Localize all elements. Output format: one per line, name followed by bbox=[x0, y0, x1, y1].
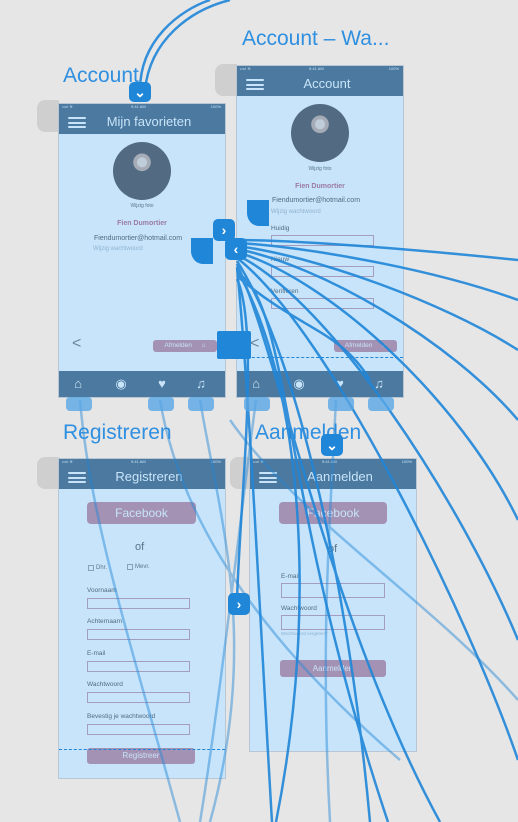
login-button[interactable]: Aanmelden bbox=[280, 660, 386, 677]
battery-icon: 100% bbox=[210, 104, 221, 109]
status-time: 9:41 AM bbox=[131, 104, 146, 109]
frame-tab bbox=[37, 457, 59, 489]
status-bar: •••ıl ≋ 9:41 AM 100% bbox=[59, 104, 225, 110]
email-field[interactable] bbox=[87, 661, 190, 672]
status-bar: •••ıl ≋ 9:41 AM 100% bbox=[250, 459, 416, 465]
hotspot-line bbox=[59, 749, 225, 750]
chevron-down-icon[interactable]: ⌄ bbox=[321, 434, 343, 456]
email-label: E-mail bbox=[281, 573, 300, 580]
back-chevron-icon[interactable]: < bbox=[250, 335, 260, 352]
register-button[interactable]: Registreer bbox=[87, 748, 195, 764]
user-name: Fien Dumortier bbox=[295, 183, 345, 190]
page-title: Aanmelden bbox=[307, 469, 373, 484]
email-label: E-mail bbox=[87, 650, 106, 657]
board-title-registreren[interactable]: Registreren bbox=[63, 421, 172, 444]
page-title: Mijn favorieten bbox=[106, 114, 192, 129]
avatar bbox=[113, 142, 171, 200]
mrs-label: Mevr. bbox=[135, 564, 150, 570]
navigation-bar: Mijn favorieten bbox=[59, 110, 225, 134]
profile-icon[interactable]: ◉ bbox=[115, 376, 127, 391]
status-bar: •••ıl ≋ 9:41 AM 100% bbox=[59, 459, 225, 465]
hamburger-menu-icon[interactable] bbox=[246, 79, 264, 90]
new-password-field[interactable] bbox=[271, 266, 374, 277]
home-icon: ⌂ bbox=[201, 342, 206, 349]
user-email: Fiendumortier@hotmail.com bbox=[94, 235, 183, 242]
status-time: 9:41 AM bbox=[131, 459, 146, 464]
board-title-account-wachtwoord[interactable]: Account – Wa... bbox=[242, 27, 390, 50]
status-bar: •••ıl ≋ 9:41 AM 100% bbox=[237, 66, 403, 72]
hamburger-menu-icon[interactable] bbox=[68, 117, 86, 128]
change-photo-link[interactable]: Wijzig foto bbox=[308, 166, 332, 172]
heart-icon[interactable]: ♥ bbox=[336, 376, 344, 391]
signal-icon: •••ıl ≋ bbox=[62, 104, 73, 109]
current-password-label: Huidig bbox=[271, 225, 290, 232]
music-icon[interactable]: ♫ bbox=[374, 376, 384, 391]
hamburger-menu-icon[interactable] bbox=[68, 472, 86, 483]
or-separator: of bbox=[135, 541, 145, 553]
change-password-link[interactable]: Wijzig wachtwoord bbox=[271, 209, 321, 215]
verify-password-label: Verifiëren bbox=[271, 288, 299, 295]
battery-icon: 100% bbox=[210, 459, 221, 464]
mr-label: Dhr. bbox=[96, 565, 108, 571]
page-title: Registreren bbox=[115, 469, 183, 484]
new-password-label: Nieuw bbox=[271, 256, 290, 263]
facebook-button[interactable]: Facebook bbox=[87, 502, 196, 524]
board-title-account[interactable]: Account bbox=[63, 64, 139, 87]
home-icon[interactable]: ⌂ bbox=[252, 376, 260, 391]
chevron-left-icon[interactable]: ‹ bbox=[225, 238, 247, 260]
status-time: 9:41 AM bbox=[322, 459, 337, 464]
chevron-down-icon[interactable]: ⌄ bbox=[129, 82, 151, 102]
profile-icon[interactable]: ◉ bbox=[293, 376, 305, 391]
password-label: Wachtwoord bbox=[87, 681, 123, 688]
frame-tab bbox=[37, 100, 59, 132]
chevron-right-icon[interactable]: › bbox=[228, 593, 250, 615]
confirm-password-label: Bevestig je wachtwoord bbox=[87, 713, 156, 720]
navigation-bar: Aanmelden bbox=[250, 465, 416, 489]
user-email: Fiendumortier@hotmail.com bbox=[272, 197, 361, 204]
password-field[interactable] bbox=[87, 692, 190, 703]
change-photo-link[interactable]: Wijzig foto bbox=[130, 203, 154, 209]
home-icon[interactable]: ⌂ bbox=[74, 376, 82, 391]
email-field[interactable] bbox=[281, 583, 385, 598]
signal-icon: •••ıl ≋ bbox=[253, 459, 264, 464]
forgot-password-link[interactable]: Wachtwoord vergeten? bbox=[281, 631, 328, 636]
back-chevron-icon[interactable]: < bbox=[72, 335, 82, 352]
logout-label: Afmelden bbox=[164, 342, 192, 349]
tab-bar: ⌂ ◉ ♥ ♫ bbox=[59, 371, 225, 397]
battery-icon: 100% bbox=[401, 459, 412, 464]
status-time: 9:41 AM bbox=[309, 66, 324, 71]
signal-icon: •••ıl ≋ bbox=[240, 66, 251, 71]
navigation-bar: Account bbox=[237, 72, 403, 96]
signal-icon: •••ıl ≋ bbox=[62, 459, 73, 464]
frame-tab bbox=[215, 64, 237, 96]
mr-checkbox[interactable] bbox=[88, 565, 94, 571]
heart-icon[interactable]: ♥ bbox=[158, 376, 166, 391]
firstname-field[interactable] bbox=[87, 598, 190, 609]
navigation-bar: Registreren bbox=[59, 465, 225, 489]
mrs-checkbox[interactable] bbox=[127, 564, 133, 570]
logout-label: Afmelden bbox=[344, 342, 373, 349]
page-title: Account bbox=[303, 76, 351, 91]
hamburger-menu-icon[interactable] bbox=[259, 472, 277, 483]
battery-icon: 100% bbox=[388, 66, 399, 71]
change-password-link[interactable]: Wijzig wachtwoord bbox=[93, 246, 143, 252]
or-separator: of bbox=[328, 543, 338, 555]
logout-button[interactable]: Afmelden ⌂ bbox=[153, 340, 217, 352]
avatar bbox=[291, 104, 349, 162]
confirm-password-field[interactable] bbox=[87, 724, 190, 735]
music-icon[interactable]: ♫ bbox=[196, 376, 206, 391]
lastname-label: Achternaam bbox=[87, 618, 123, 625]
user-name: Fien Dumortier bbox=[117, 220, 167, 227]
chevron-right-icon[interactable]: › bbox=[213, 219, 235, 241]
firstname-label: Voornaam bbox=[87, 587, 117, 594]
lastname-field[interactable] bbox=[87, 629, 190, 640]
facebook-button[interactable]: Facebook bbox=[279, 502, 387, 524]
